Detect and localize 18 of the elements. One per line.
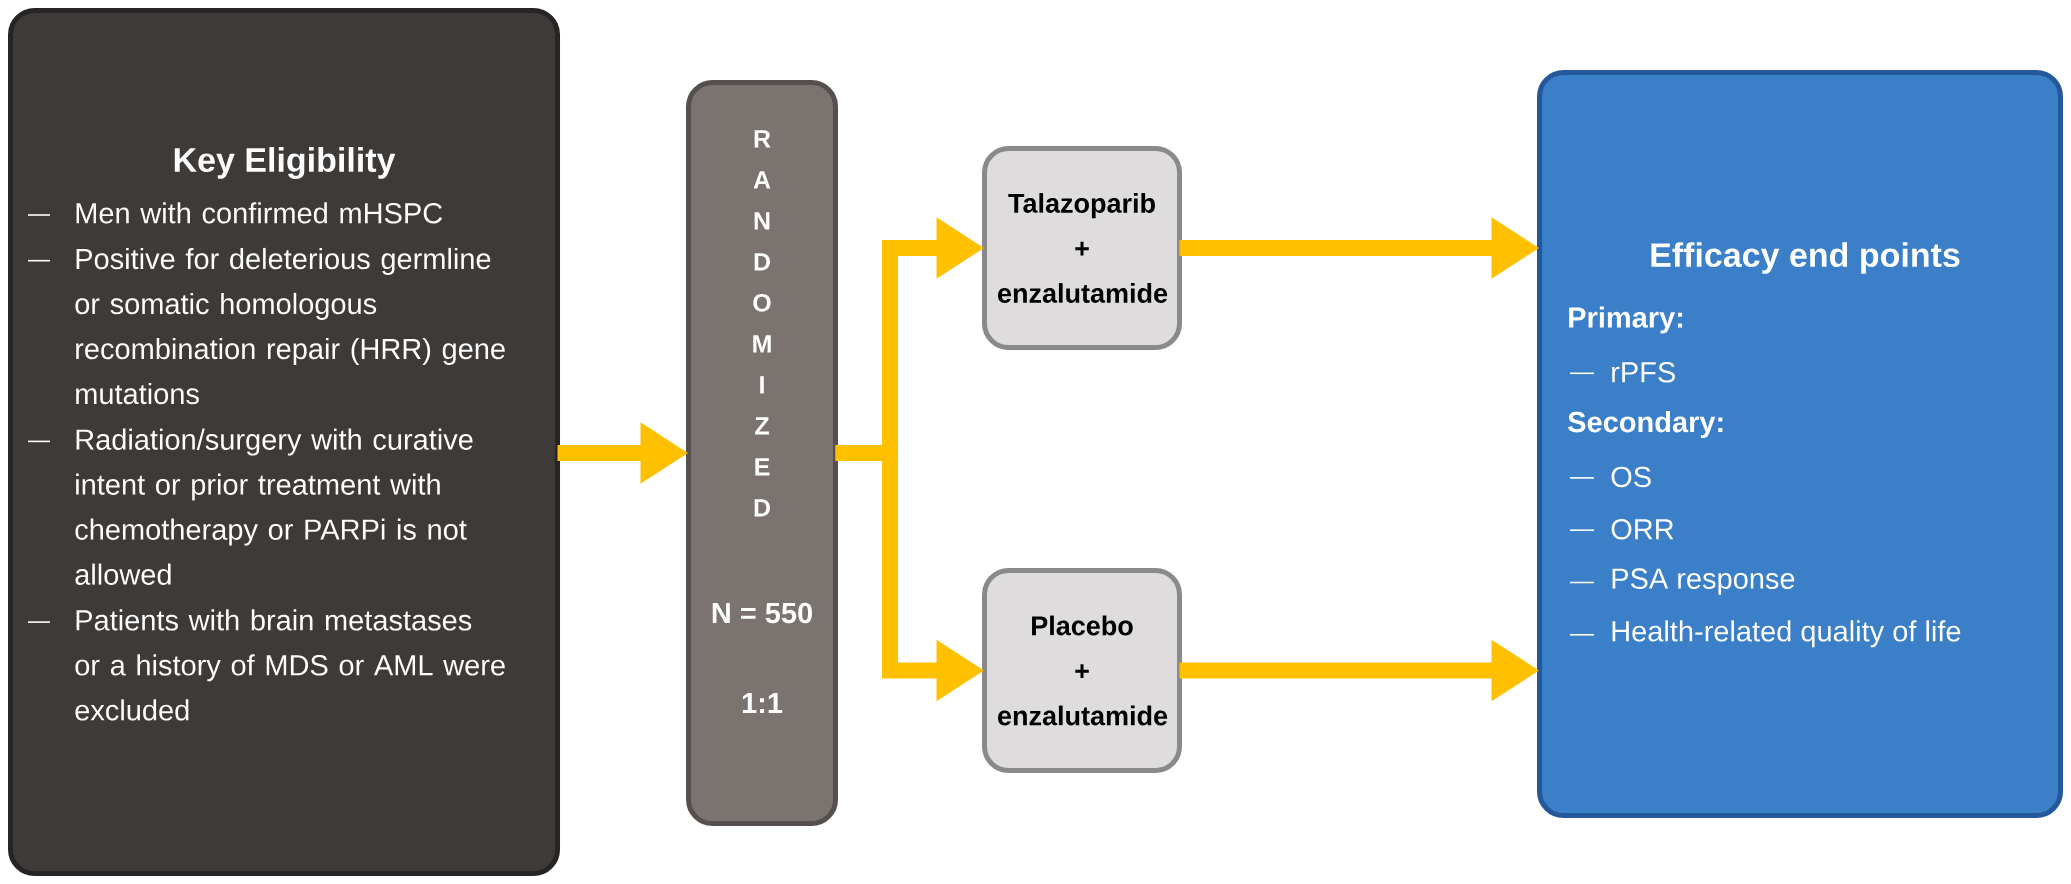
bullet-item: Radiation/surgery with curative intent or prior treatment with chemotherapy or PARPi is not allowed bbox=[27, 428, 473, 585]
subheading: Secondary: bbox=[1568, 411, 1723, 439]
bullet-item: rPFS bbox=[1569, 362, 1675, 383]
bullet-item: ORR bbox=[1569, 518, 1674, 540]
bullet-item: Health-related quality of life bbox=[1569, 620, 1961, 648]
heading: Efficacy end points bbox=[1651, 242, 1960, 274]
bar-label: 1:1 bbox=[742, 693, 783, 713]
bar-label: N = 550 bbox=[712, 602, 812, 624]
subheading: Primary: bbox=[1569, 306, 1683, 334]
bullet-item: Positive for deleterious germline or somatic homologous recombination repair (HRR) gene mutations bbox=[27, 247, 505, 405]
heading: Key Eligibility bbox=[174, 147, 396, 179]
bullet-item: Men with confirmed mHSPC bbox=[27, 202, 443, 224]
bullet-item: Patients with brain metastases or a history of MDS or AML were excluded bbox=[27, 609, 505, 721]
vertical-label: RANDOMIZED bbox=[753, 130, 771, 517]
bullet-item: OS bbox=[1569, 466, 1651, 488]
box-label: Placebo + enzalutamide bbox=[998, 615, 1168, 726]
bullet-item: PSA response bbox=[1569, 568, 1795, 595]
box-label: Talazoparib + enzalutamide bbox=[998, 193, 1168, 303]
